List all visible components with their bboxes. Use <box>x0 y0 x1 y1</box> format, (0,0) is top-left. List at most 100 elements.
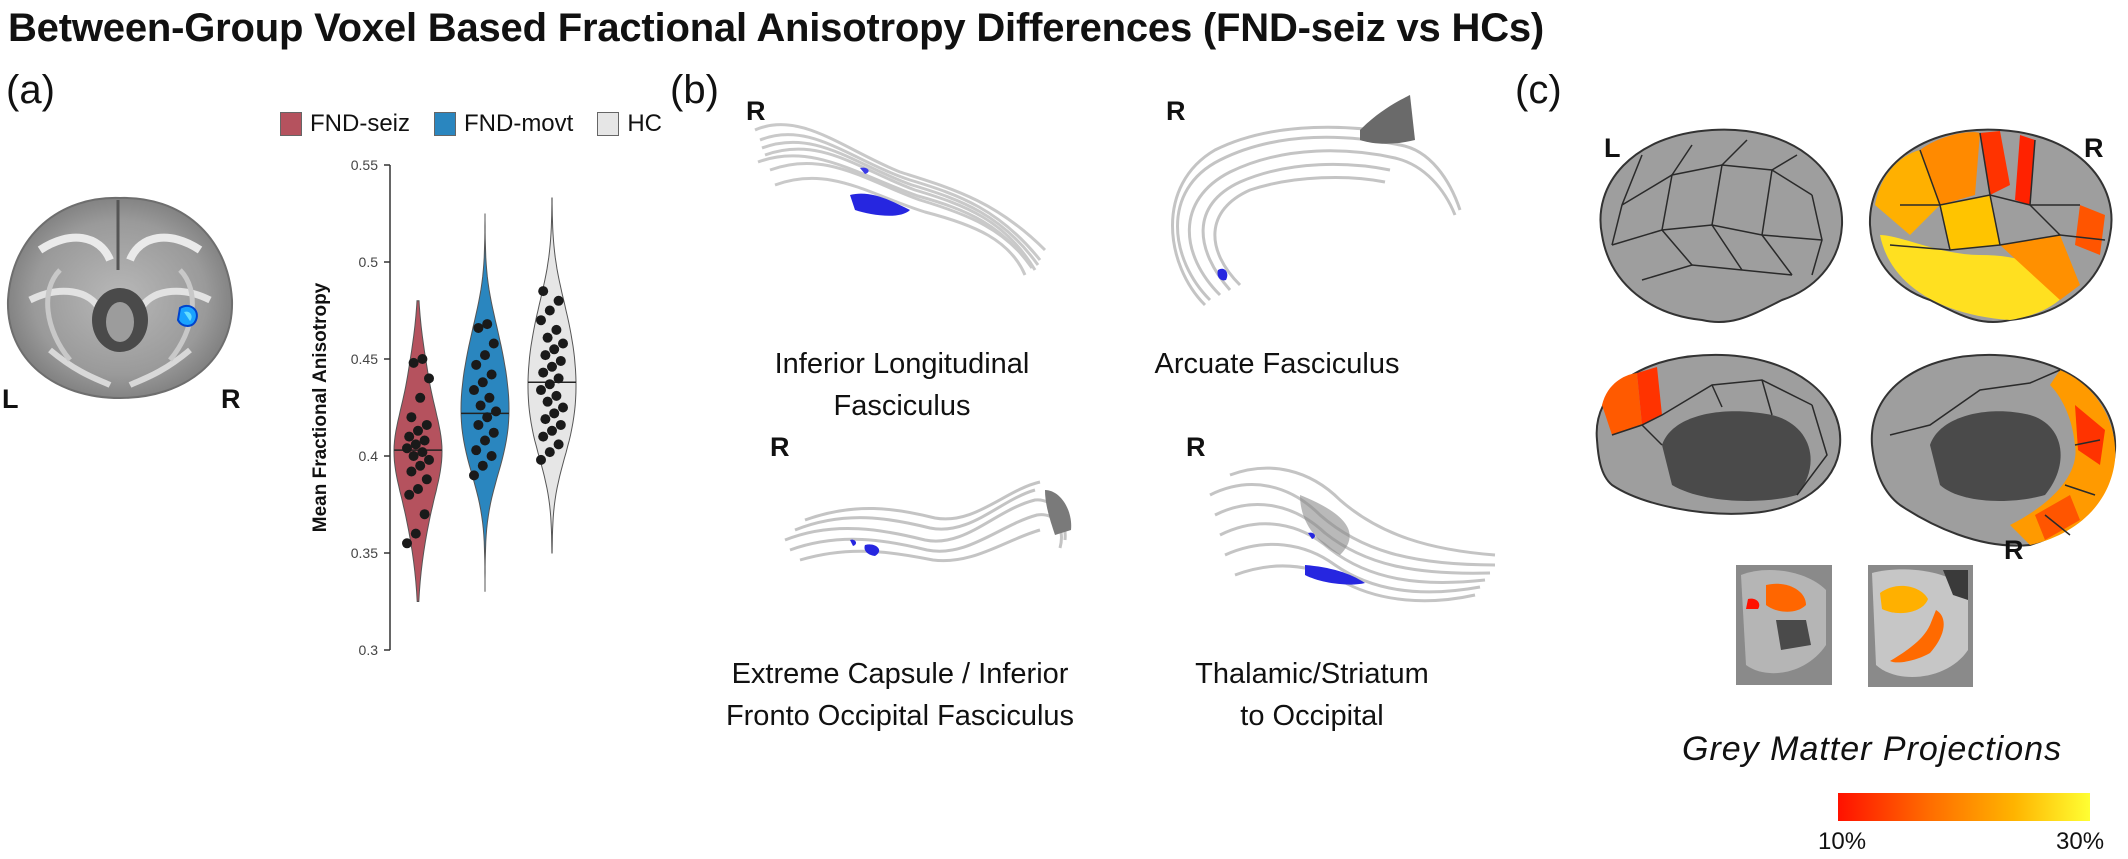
panel-label-b: (b) <box>670 68 719 112</box>
legend-swatch <box>434 112 456 136</box>
data-point <box>469 385 479 396</box>
data-point <box>404 489 415 500</box>
colorbar-min-label: 10% <box>1818 828 1867 855</box>
legend-item-hc: HC <box>597 110 662 138</box>
colorbar-max-label: 30% <box>2056 828 2105 855</box>
cortex-right-medial <box>1870 353 2117 547</box>
data-point <box>540 414 551 425</box>
data-point <box>417 447 428 458</box>
data-point <box>473 322 484 333</box>
data-point <box>473 419 484 430</box>
legend-swatch <box>597 112 620 136</box>
grey-matter-title: Grey Matter Projections <box>1682 730 2063 768</box>
y-tick-label: 0.55 <box>351 157 378 173</box>
data-point <box>542 396 553 407</box>
tract-ifof-image <box>784 480 1072 563</box>
y-tick-label: 0.3 <box>359 642 379 658</box>
data-point <box>486 451 497 461</box>
data-point <box>419 435 430 446</box>
orientation-left: L <box>2 384 19 414</box>
chart-legend: FND-seiz FND-movt HC <box>280 110 676 138</box>
legend-item-fnd-seiz: FND-seiz <box>280 110 410 138</box>
data-point <box>540 350 551 361</box>
data-point <box>417 354 428 364</box>
figure-title: Between-Group Voxel Based Fractional Ani… <box>8 6 1545 50</box>
subcortical-sagittal-left <box>1736 565 1832 685</box>
cortex-orientation-left: L <box>1604 133 1621 163</box>
y-tick-label: 0.45 <box>351 351 378 367</box>
data-point <box>480 435 490 446</box>
data-point <box>555 355 566 366</box>
data-point <box>477 460 488 471</box>
data-point <box>538 367 549 378</box>
data-point <box>551 324 562 335</box>
legend-label: HC <box>627 110 662 137</box>
data-point <box>488 338 499 349</box>
data-point <box>542 332 553 343</box>
data-point <box>544 379 555 390</box>
colorbar <box>1838 793 2090 821</box>
data-point <box>477 377 488 388</box>
tract-thal-label-line1: Thalamic/Striatum <box>1195 658 1429 690</box>
violin-fnd-movt <box>460 213 510 592</box>
y-tick-label: 0.4 <box>359 448 379 464</box>
significant-cluster <box>176 304 198 327</box>
data-point <box>551 390 562 401</box>
tract-thal-label: Thalamic/Striatum to Occipital <box>1162 653 1462 737</box>
data-point <box>402 443 412 454</box>
cortex-left-lateral <box>1599 128 1844 324</box>
data-point <box>471 359 482 370</box>
legend-label: FND-seiz <box>310 110 410 137</box>
tract-ilf-orientation: R <box>746 96 766 126</box>
data-point <box>536 454 546 465</box>
tract-thal-label-line2: to Occipital <box>1240 700 1384 732</box>
data-point <box>547 361 557 372</box>
data-point <box>488 427 499 438</box>
data-point <box>491 406 501 417</box>
data-point <box>544 447 555 458</box>
tract-af-label: Arcuate Fasciculus <box>1154 348 1400 380</box>
data-point <box>536 315 546 326</box>
data-point <box>549 408 560 419</box>
tract-thal-image <box>1209 466 1496 603</box>
data-point <box>482 412 493 423</box>
data-point <box>406 412 417 423</box>
tract-af-orientation: R <box>1166 96 1186 126</box>
tract-ilf-label: Inferior Longitudinal Fasciculus <box>702 343 1102 427</box>
legend-item-fnd-movt: FND-movt <box>434 110 573 138</box>
data-point <box>555 419 566 430</box>
cortex-orientation-right: R <box>2084 133 2104 163</box>
data-point <box>553 295 564 306</box>
y-axis-title: Mean Fractional Anisotropy <box>310 282 331 532</box>
y-tick-label: 0.5 <box>359 254 379 270</box>
data-point <box>471 445 482 456</box>
data-point <box>413 483 423 494</box>
data-point <box>549 344 560 355</box>
panel-label-c: (c) <box>1515 68 1562 112</box>
data-point <box>484 392 495 403</box>
data-point <box>475 400 486 411</box>
data-point <box>419 509 430 520</box>
data-point <box>536 385 546 396</box>
cortex-left-medial <box>1595 353 1842 515</box>
tract-ilf-image <box>754 123 1047 276</box>
data-point <box>553 439 564 450</box>
y-tick-label: 0.35 <box>351 545 378 561</box>
data-point <box>415 460 426 471</box>
axial-brain-slice <box>6 196 234 400</box>
data-point <box>553 373 564 384</box>
data-point <box>469 470 479 481</box>
tract-ifof-label: Extreme Capsule / Inferior Fronto Occipi… <box>690 653 1110 737</box>
cortex-right-lateral <box>1868 128 2113 324</box>
legend-label: FND-movt <box>464 110 574 137</box>
data-point <box>538 431 549 442</box>
tract-thal-orientation: R <box>1186 432 1206 462</box>
data-point <box>482 319 493 330</box>
data-point <box>424 454 434 465</box>
data-point <box>413 425 423 436</box>
tract-ifof-orientation: R <box>770 432 790 462</box>
data-point <box>547 425 557 436</box>
data-point <box>486 369 497 380</box>
data-point <box>558 402 568 413</box>
data-point <box>421 419 432 430</box>
